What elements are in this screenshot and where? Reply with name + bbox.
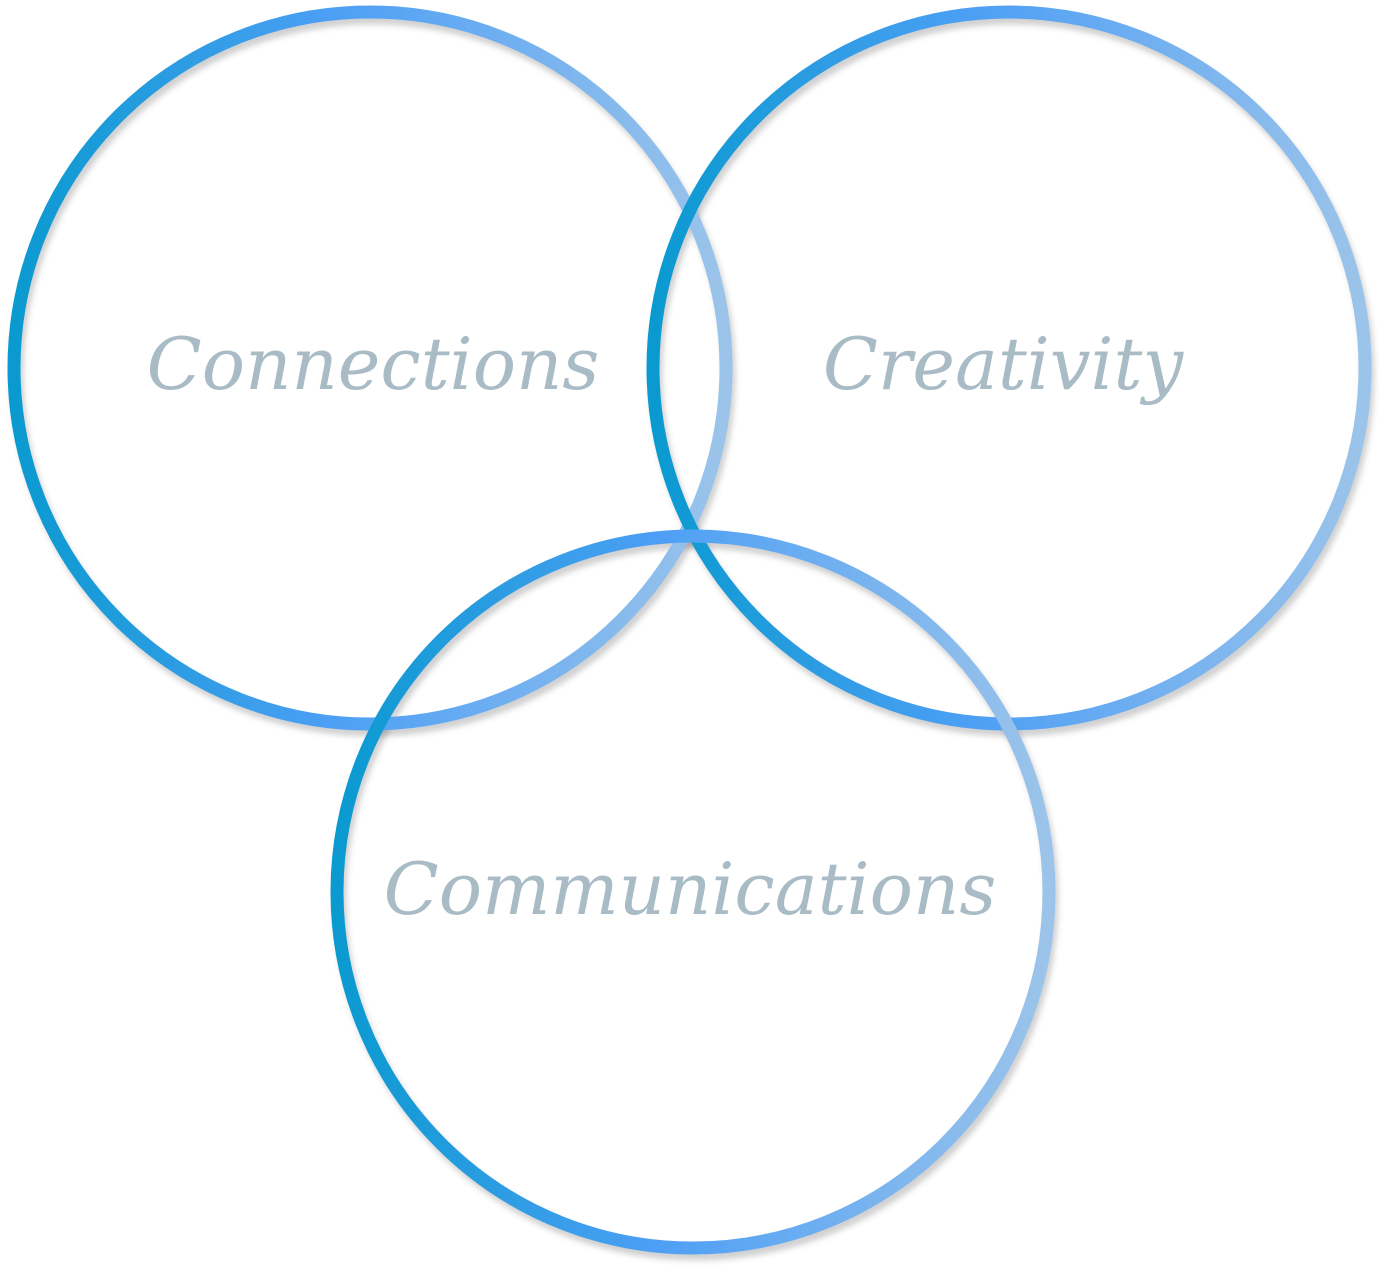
- label-creativity: Creativity: [823, 322, 1185, 406]
- ring-communications: [330, 529, 1056, 1255]
- circle-creativity: Creativity: [646, 5, 1372, 731]
- circle-connections: Connections: [7, 5, 733, 731]
- label-communications: Communications: [384, 847, 997, 931]
- circle-communications: Communications: [330, 529, 1056, 1255]
- label-connections: Connections: [147, 322, 600, 406]
- ring-connections: [7, 5, 733, 731]
